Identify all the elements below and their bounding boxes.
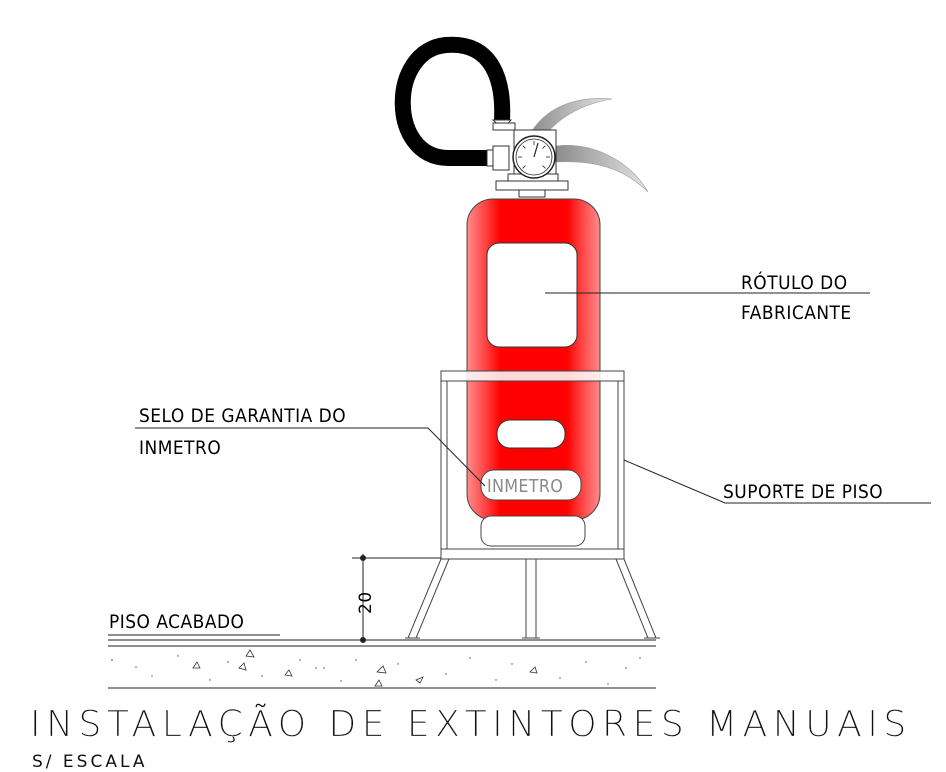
extinguisher-cylinder xyxy=(466,198,601,547)
valve-head xyxy=(486,98,649,198)
label-rotulo-line1: RÓTULO DO xyxy=(741,272,848,295)
cylinder-base xyxy=(480,515,586,547)
stand-overlay xyxy=(440,370,625,560)
drawing-subtitle: S/ ESCALA xyxy=(32,752,148,772)
drawing-title: INSTALAÇÃO DE EXTINTORES MANUAIS xyxy=(30,704,912,745)
finished-floor xyxy=(108,639,656,689)
manufacturer-label-panel xyxy=(486,242,578,348)
gauge-icon xyxy=(512,135,556,179)
leader-lines xyxy=(108,292,931,636)
concrete-dots xyxy=(111,655,641,685)
label-piso: PISO ACABADO xyxy=(109,611,245,634)
label-selo-line1: SELO DE GARANTIA DO xyxy=(139,405,347,428)
inmetro-seal-text: INMETRO xyxy=(487,475,564,497)
concrete-hatch xyxy=(192,649,538,687)
hose xyxy=(394,36,513,166)
discharge-lever xyxy=(555,145,649,193)
inmetro-seal xyxy=(480,469,582,501)
leader-suporte xyxy=(623,459,931,504)
label-selo-line2: INMETRO xyxy=(139,437,222,460)
dimension-value: 20 xyxy=(356,591,376,614)
leader-selo xyxy=(135,427,486,487)
cylinder-window xyxy=(496,419,566,449)
dimension-line xyxy=(352,554,441,643)
label-rotulo-line2: FABRICANTE xyxy=(741,302,852,325)
label-suporte: SUPORTE DE PISO xyxy=(723,481,884,504)
